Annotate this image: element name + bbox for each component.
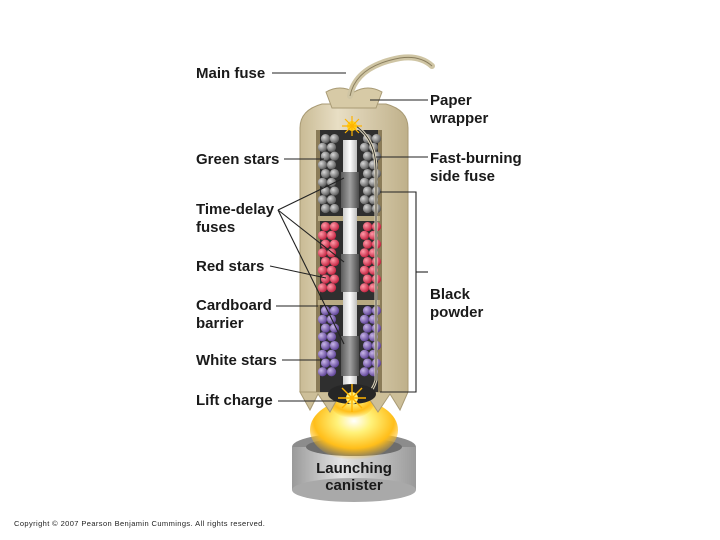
star-pellet xyxy=(362,203,373,214)
star-pellet xyxy=(320,274,331,284)
star-pellet xyxy=(317,142,328,152)
label-time-delay-fuses: Time-delay fuses xyxy=(196,201,275,236)
label-paper-wrapper: Paper wrapper xyxy=(430,92,489,127)
star-pellet xyxy=(317,195,328,205)
star-pellet xyxy=(317,314,328,324)
star-pellet xyxy=(317,283,328,293)
label-lift-charge: Lift charge xyxy=(196,392,273,409)
star-pellet xyxy=(362,151,373,161)
star-pellet xyxy=(362,256,373,267)
star-pellet xyxy=(320,358,331,368)
central-fuse-tube xyxy=(341,140,359,390)
star-pellet xyxy=(362,168,373,179)
copyright-notice: Copyright © 2007 Pearson Benjamin Cummin… xyxy=(14,519,266,528)
star-pellet xyxy=(320,222,331,232)
label-black-powder: Black powder xyxy=(430,286,484,321)
star-pellet xyxy=(326,332,337,342)
star-pellet xyxy=(320,151,331,161)
star-pellet xyxy=(359,142,370,152)
star-pellet xyxy=(329,239,340,249)
star-pellet xyxy=(362,186,373,196)
label-red-stars: Red stars xyxy=(196,258,264,275)
star-pellet xyxy=(362,239,373,249)
star-pellet xyxy=(359,230,370,240)
star-pellet xyxy=(326,283,337,293)
star-pellet xyxy=(359,367,370,377)
star-pellet xyxy=(320,203,331,214)
star-pellet xyxy=(320,340,331,351)
star-pellet xyxy=(359,195,370,205)
star-pellet xyxy=(326,195,337,205)
star-pellet xyxy=(320,239,331,249)
star-pellet xyxy=(359,265,370,275)
star-pellet xyxy=(329,306,340,316)
star-pellet xyxy=(329,274,340,284)
label-white-stars: White stars xyxy=(196,352,277,369)
star-pellet xyxy=(320,323,331,333)
star-pellet xyxy=(326,265,337,275)
star-pellet xyxy=(359,283,370,293)
star-pellet xyxy=(320,186,331,196)
star-pellet xyxy=(317,265,328,275)
star-pellet xyxy=(326,230,337,240)
star-pellet xyxy=(329,186,340,196)
star-pellet xyxy=(317,332,328,342)
star-pellet xyxy=(359,349,370,359)
star-pellet xyxy=(317,248,328,258)
star-pellet xyxy=(329,340,340,351)
star-pellet xyxy=(320,168,331,179)
star-pellet xyxy=(371,134,382,144)
star-pellet xyxy=(320,134,331,144)
star-pellet xyxy=(317,349,328,359)
star-pellet xyxy=(329,222,340,232)
star-pellet xyxy=(362,358,373,368)
label-cardboard-barrier: Cardboard barrier xyxy=(196,297,272,332)
star-pellet xyxy=(329,151,340,161)
star-pellet xyxy=(362,222,373,232)
star-pellet xyxy=(329,203,340,214)
star-pellet xyxy=(326,349,337,359)
star-pellet xyxy=(329,256,340,267)
star-pellet xyxy=(359,160,370,170)
label-fast-burning-side-fuse: Fast-burning side fuse xyxy=(430,150,522,185)
label-green-stars: Green stars xyxy=(196,151,279,168)
star-pellet xyxy=(359,177,370,187)
star-pellet xyxy=(362,274,373,284)
lift-charge-burst xyxy=(328,384,376,412)
star-pellet xyxy=(329,358,340,368)
label-launching-canister: Launching canister xyxy=(316,460,392,494)
star-pellet xyxy=(326,367,337,377)
star-pellet xyxy=(317,367,328,377)
star-pellet xyxy=(362,323,373,333)
time-delay-fuse xyxy=(341,336,359,376)
green-stars xyxy=(317,134,382,214)
star-pellet xyxy=(359,332,370,342)
star-pellet xyxy=(326,160,337,170)
star-pellet xyxy=(320,306,331,316)
star-pellet xyxy=(362,340,373,351)
star-pellet xyxy=(326,142,337,152)
leader-lines xyxy=(269,72,428,402)
time-delay-fuse xyxy=(341,254,359,292)
time-delay-fuse xyxy=(341,172,359,208)
star-pellet xyxy=(329,168,340,179)
star-pellet xyxy=(317,177,328,187)
ignition-spark xyxy=(342,116,362,136)
star-pellet xyxy=(362,306,373,316)
star-pellet xyxy=(317,230,328,240)
label-main-fuse: Main fuse xyxy=(196,65,265,82)
star-pellet xyxy=(320,256,331,267)
star-pellet xyxy=(359,314,370,324)
star-pellet xyxy=(317,160,328,170)
star-pellet xyxy=(329,134,340,144)
star-pellet xyxy=(359,248,370,258)
